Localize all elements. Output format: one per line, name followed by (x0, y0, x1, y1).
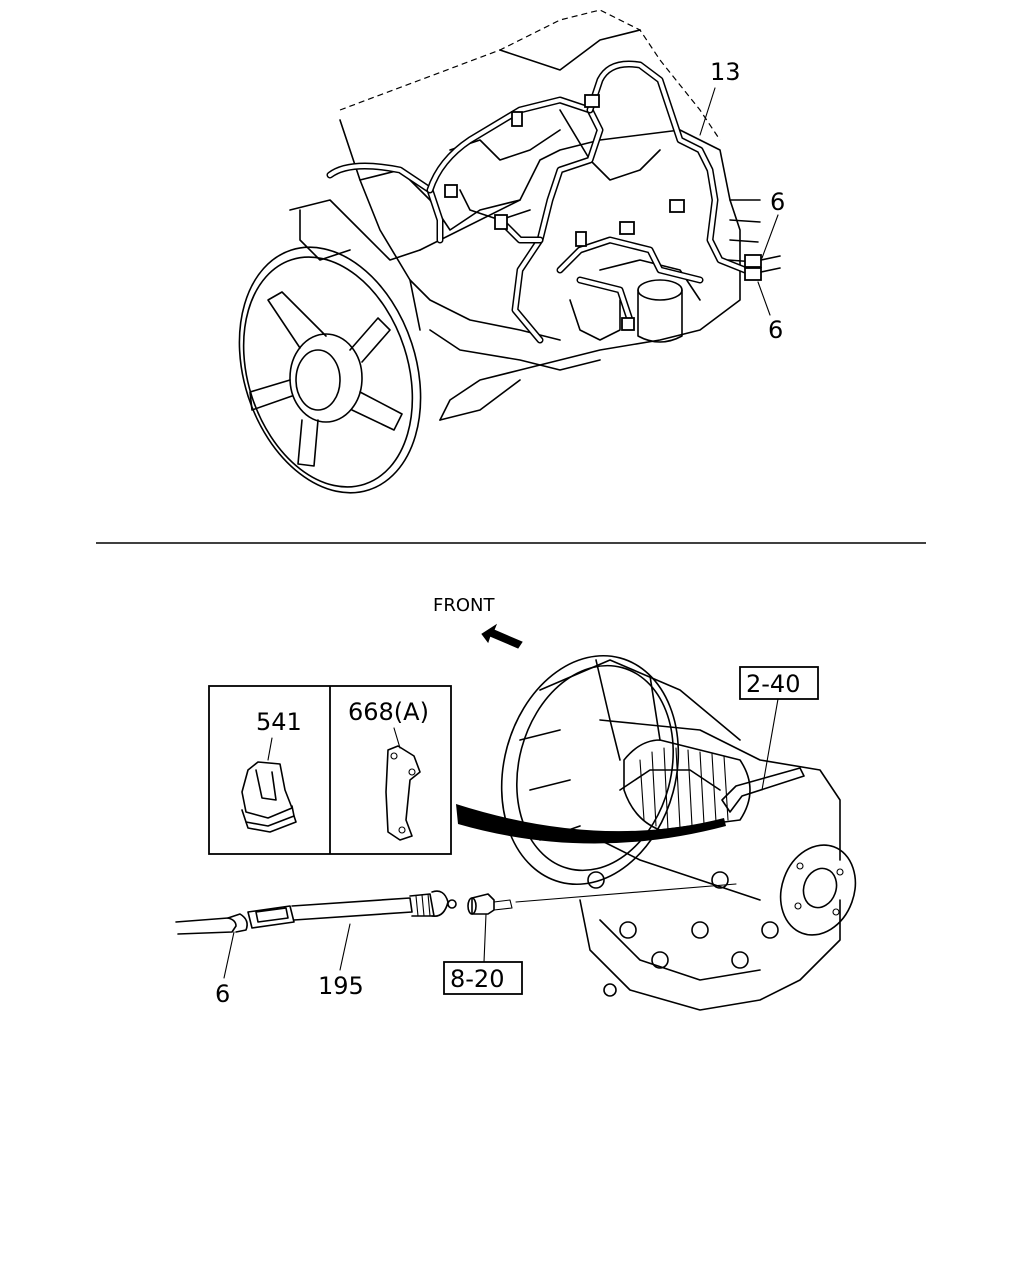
callout-cable-end-6: 6 (215, 980, 230, 1008)
transmission-assembly (500, 654, 857, 1011)
inset-parts-box: 541 668(A) (208, 685, 452, 855)
callout-driven-gear-8-20: 8-20 (450, 965, 504, 993)
clip-541-icon (241, 761, 297, 833)
inset-leader (456, 804, 726, 844)
sleeve-leader (515, 883, 737, 903)
inset-part-541: 541 (256, 708, 302, 736)
callout-connector-6-top: 6 (770, 188, 785, 216)
callout-connector-6-bottom: 6 (768, 316, 783, 344)
engine-wiring-harness (326, 60, 781, 344)
cooling-fan (238, 246, 422, 494)
engine-assembly (238, 9, 761, 494)
inset-part-668a: 668(A) (348, 698, 429, 726)
front-arrow-icon (481, 623, 523, 649)
callout-harness-13: 13 (710, 58, 741, 86)
bracket-668a-icon (385, 745, 421, 841)
lower-callouts: 2-40 8-20 6 195 (215, 666, 819, 1008)
driven-gear-sleeve (467, 893, 513, 915)
callout-speedometer-cable-195: 195 (318, 972, 364, 1000)
front-direction-label: FRONT (433, 595, 495, 616)
callout-transmission-2-40: 2-40 (746, 670, 800, 698)
speedometer-cable (175, 890, 457, 935)
upper-callouts: 13 6 6 (699, 58, 785, 344)
